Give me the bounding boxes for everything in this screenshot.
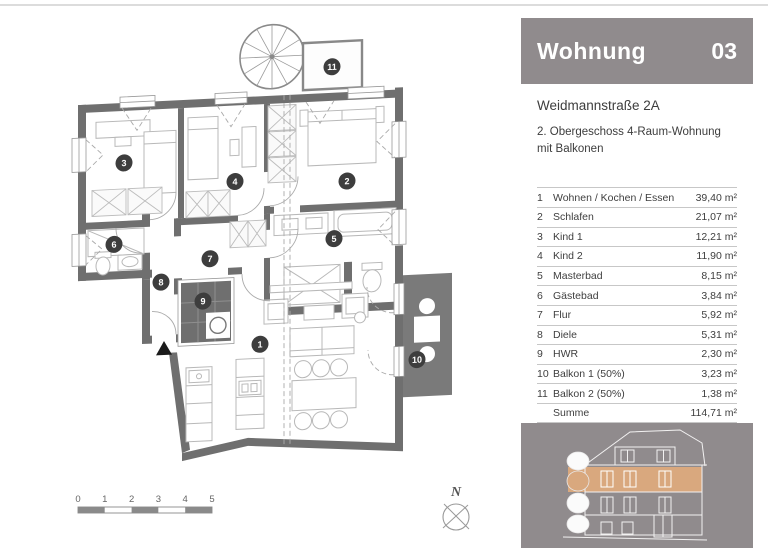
scale-bar: 0 1 2 3 4 5 — [75, 494, 215, 514]
badge-room-4: 4 — [226, 172, 244, 191]
apartment-number: 03 — [711, 37, 737, 64]
panel-header: Wohnung 03 — [521, 18, 753, 84]
badge-room-2: 2 — [338, 172, 356, 190]
washing-machine-icon — [206, 311, 230, 339]
svg-text:5: 5 — [331, 234, 336, 244]
street-address: Weidmannstraße 2A — [537, 98, 660, 113]
north-arrow-icon: N — [442, 485, 470, 531]
badge-room-7: 7 — [201, 250, 219, 268]
elevation-balconies — [566, 451, 590, 534]
badge-room-6: 6 — [105, 235, 123, 253]
balcony-table — [414, 315, 440, 343]
building-elevation — [562, 429, 708, 541]
description-line-2: mit Balkonen — [537, 142, 604, 155]
svg-text:0: 0 — [75, 494, 80, 505]
svg-text:1: 1 — [102, 494, 107, 505]
windows — [71, 85, 407, 378]
svg-text:7: 7 — [207, 254, 212, 264]
svg-text:8: 8 — [158, 277, 163, 287]
badge-room-10: 10 — [408, 351, 426, 369]
door-arcs — [115, 176, 299, 335]
svg-text:3: 3 — [156, 494, 161, 505]
svg-text:5: 5 — [209, 494, 214, 505]
svg-text:6: 6 — [111, 240, 116, 250]
badge-room-8: 8 — [152, 273, 170, 291]
svg-text:3: 3 — [121, 158, 126, 168]
badge-room-3: 3 — [115, 154, 133, 172]
svg-text:N: N — [450, 485, 462, 500]
plan-drawing: 1 2 3 4 5 6 7 8 9 10 11 — [71, 23, 452, 462]
badge-room-9: 9 — [194, 292, 212, 310]
svg-text:4: 4 — [183, 494, 188, 505]
svg-text:1: 1 — [257, 339, 262, 349]
wardrobes — [91, 104, 297, 249]
svg-text:2: 2 — [344, 176, 349, 186]
svg-text:2: 2 — [129, 494, 134, 505]
apartment-title: Wohnung — [537, 37, 647, 64]
info-panel: Wohnung 03 Weidmannstraße 2A 2. Obergesc… — [521, 18, 753, 424]
page-top-rule — [0, 4, 768, 6]
floor-plan: 1 2 3 4 5 6 7 8 9 10 11 0 1 2 3 4 5 — [71, 23, 470, 531]
badge-room-5: 5 — [325, 230, 343, 248]
svg-text:11: 11 — [327, 62, 337, 72]
svg-text:9: 9 — [200, 296, 205, 306]
dashed-marks — [85, 94, 396, 448]
description-line-1: 2. Obergeschoss 4-Raum-Wohnung — [537, 126, 721, 138]
room-hwr — [177, 277, 235, 347]
spiral-staircase-icon — [239, 23, 305, 90]
entrance-arrow-icon — [156, 340, 172, 356]
building-elevation-panel — [521, 423, 753, 548]
svg-text:10: 10 — [412, 355, 422, 365]
apartment-description: 2. Obergeschoss 4-Raum-Wohnung mit Balko… — [537, 124, 737, 157]
balcony-chair — [419, 298, 435, 315]
svg-text:4: 4 — [232, 177, 237, 187]
room-badges: 1 2 3 4 5 6 7 8 9 10 11 — [105, 58, 426, 369]
balcony-1 — [403, 272, 452, 398]
badge-room-1: 1 — [251, 335, 269, 353]
badge-room-11: 11 — [323, 58, 341, 76]
